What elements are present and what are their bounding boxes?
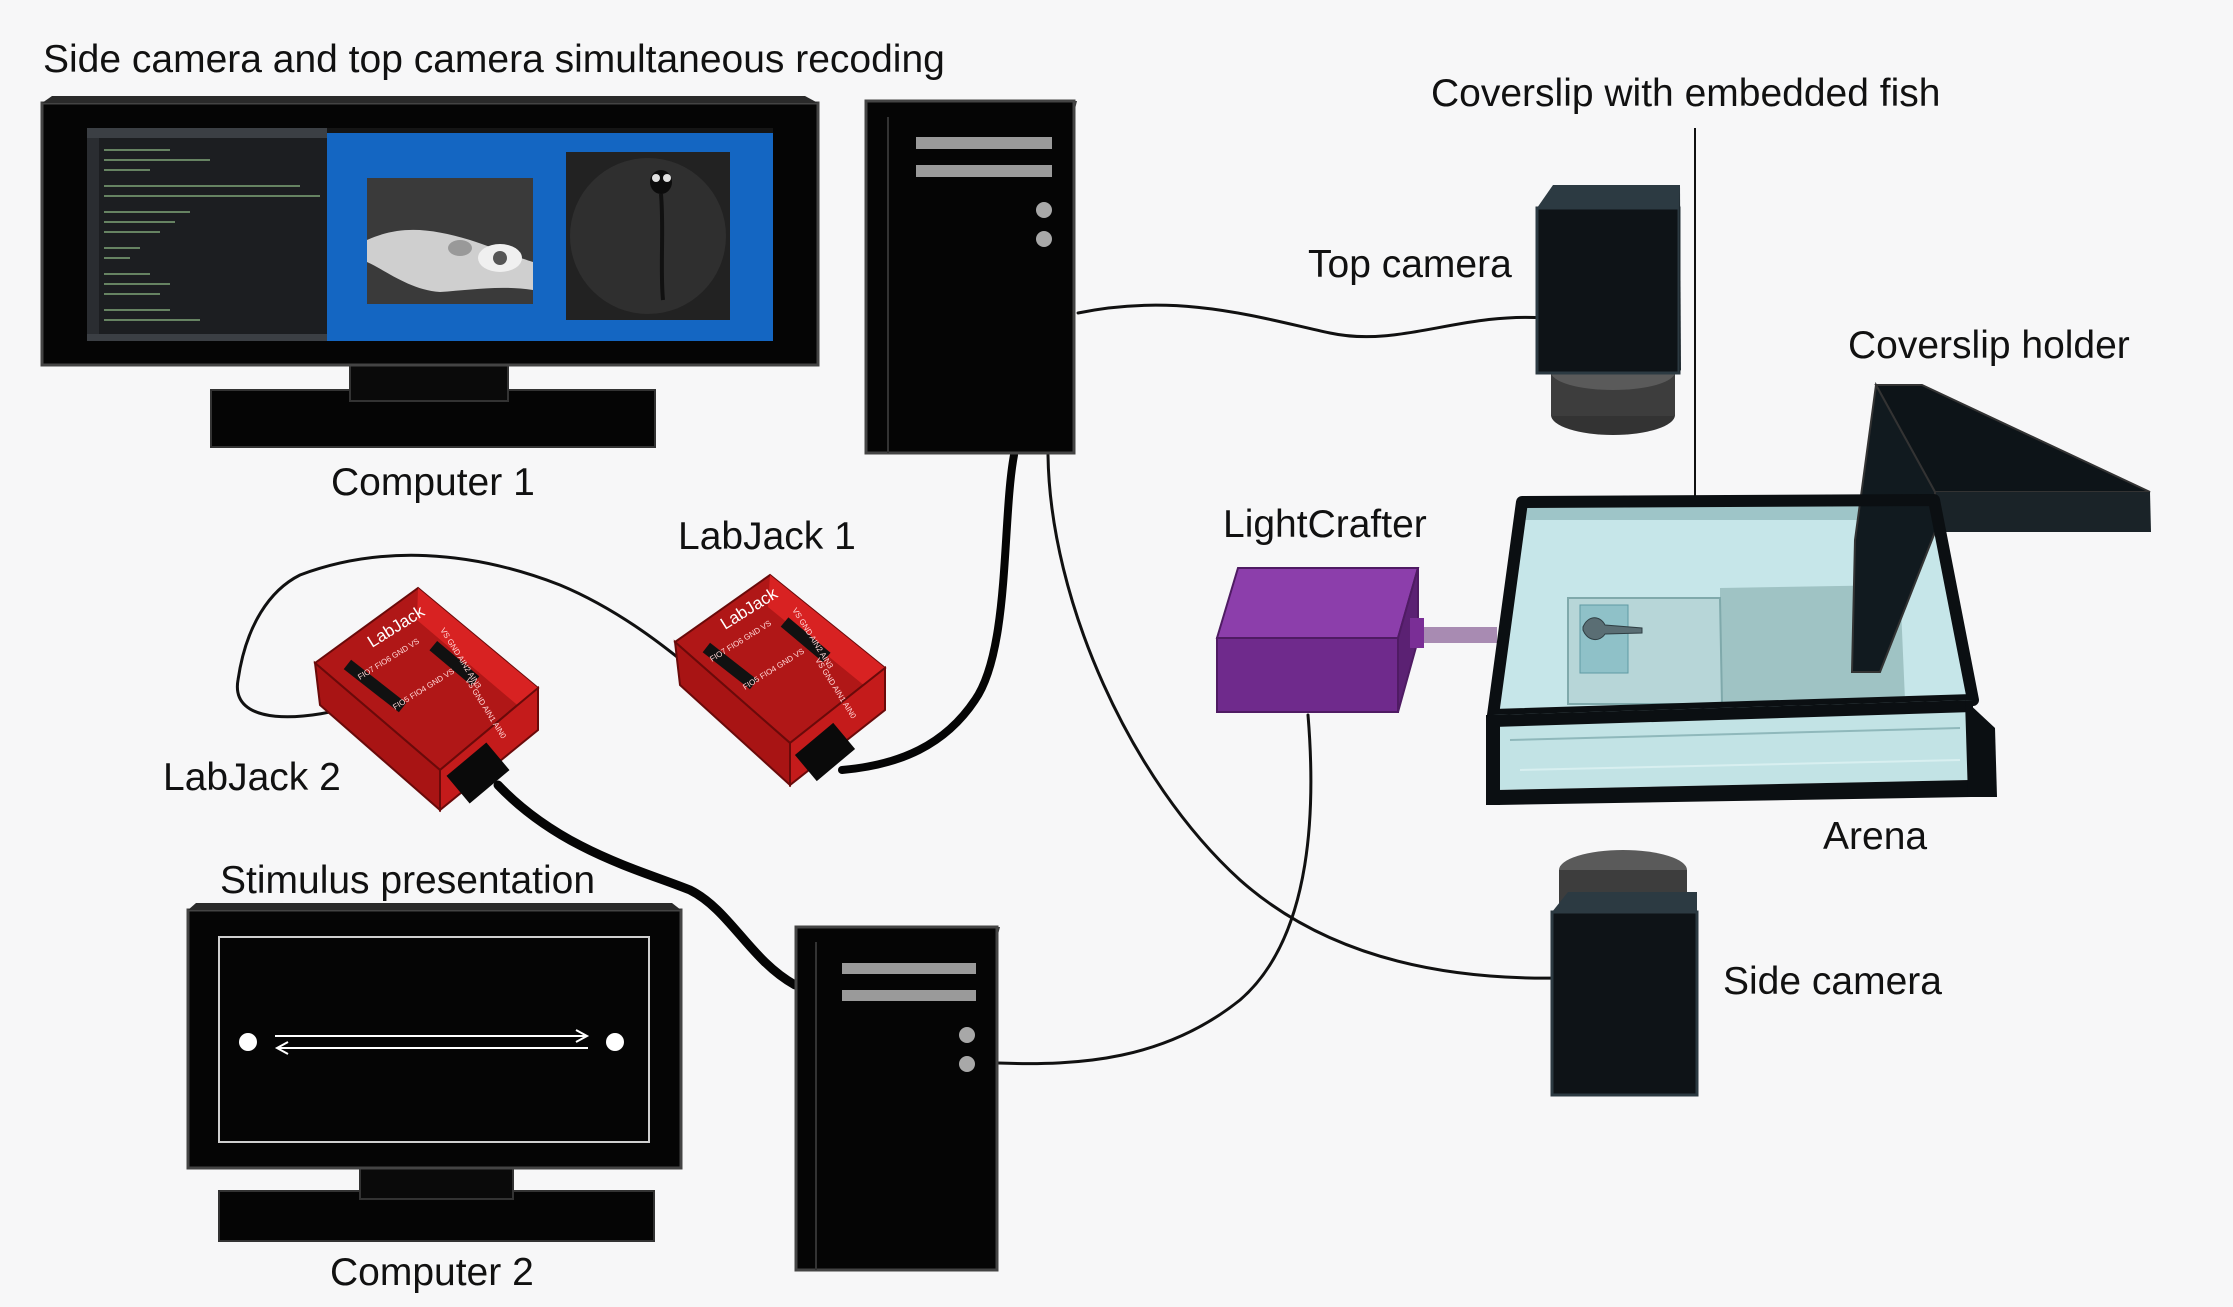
cable-labjack2-tower2 xyxy=(493,780,800,990)
code-editor-window xyxy=(87,128,327,341)
stimulus-dot-right xyxy=(606,1033,624,1051)
top-camera-label: Top camera xyxy=(1308,243,1512,286)
stimulus-dot-left xyxy=(239,1033,257,1051)
embedded-fish xyxy=(1582,617,1643,640)
labjack-1: LabJack FIO7 FIO6 GND VS VS GND AIN2 AIN… xyxy=(673,573,887,788)
computer-2: Stimulus presentation Computer 2 xyxy=(186,859,683,1294)
tower-1-drive-bay-1 xyxy=(916,137,1052,149)
stimulus-arrows xyxy=(274,1029,590,1055)
tower-2-button-2 xyxy=(959,1056,975,1072)
labjack-2-usb-port xyxy=(446,742,510,804)
stimulus-presentation-label: Stimulus presentation xyxy=(220,859,595,902)
tower-1-button-1 xyxy=(1036,202,1052,218)
cable-tower1-labjack1 xyxy=(838,451,1018,774)
coverslip-fish-label: Coverslip with embedded fish xyxy=(1431,72,1940,115)
labjack-1-usb-port xyxy=(794,722,856,782)
side-camera-body xyxy=(1550,910,1699,1097)
top-view-image xyxy=(566,152,730,320)
monitor-1-stand-neck xyxy=(349,364,509,402)
cable-labjack2-labjack1 xyxy=(235,553,707,719)
tower-2-body xyxy=(794,925,999,1272)
lightcrafter-label: LightCrafter xyxy=(1223,503,1427,546)
tower-1 xyxy=(864,99,1077,455)
lightcrafter: LightCrafter xyxy=(1215,503,1497,713)
side-camera: Side camera xyxy=(1550,850,1942,1097)
tower-1-body xyxy=(864,99,1076,455)
tower-2 xyxy=(794,925,1000,1272)
cable-tower1-top-camera xyxy=(1076,303,1547,339)
monitor-2-stand-neck xyxy=(359,1164,514,1200)
arena: Arena xyxy=(1486,381,2151,858)
computer-1-label: Computer 1 xyxy=(331,461,535,504)
labjack-2-label: LabJack 2 xyxy=(163,756,341,799)
fish-agarose-block xyxy=(1579,604,1629,674)
lightcrafter-lens-barrel xyxy=(1417,627,1497,643)
arena-frame-bottom xyxy=(1497,780,1971,805)
computer-1: Computer 1 xyxy=(40,96,820,504)
cables xyxy=(235,303,1562,1066)
title-label: Side camera and top camera simultaneous … xyxy=(43,38,945,81)
side-camera-label: Side camera xyxy=(1723,960,1942,1003)
labjack-2: LabJack FIO7 FIO6 GND VS VS GND AIN2 AIN… xyxy=(313,586,540,813)
tower-1-button-2 xyxy=(1036,231,1052,247)
computer-2-label: Computer 2 xyxy=(330,1251,534,1294)
tower-2-drive-bay-1 xyxy=(842,963,976,974)
tower-2-button-1 xyxy=(959,1027,975,1043)
cable-tower1-side-camera xyxy=(1046,453,1562,980)
top-camera: Top camera xyxy=(1308,185,1681,435)
cable-tower2-lightcrafter xyxy=(996,713,1313,1066)
arena-label: Arena xyxy=(1823,815,1927,858)
coverslip-holder-label: Coverslip holder xyxy=(1848,324,2130,367)
lightcrafter-body xyxy=(1216,637,1399,713)
coverslip-holder-front xyxy=(1935,492,2151,532)
tower-1-drive-bay-2 xyxy=(916,165,1052,177)
tower-2-drive-bay-2 xyxy=(842,990,976,1001)
labjack-1-label: LabJack 1 xyxy=(678,515,856,558)
side-view-image xyxy=(367,178,533,304)
top-camera-body xyxy=(1535,206,1681,375)
coverslip-holder-post xyxy=(1850,381,1936,673)
monitor-2-screen xyxy=(218,936,650,1143)
monitor-1-bezel-top xyxy=(42,96,818,103)
